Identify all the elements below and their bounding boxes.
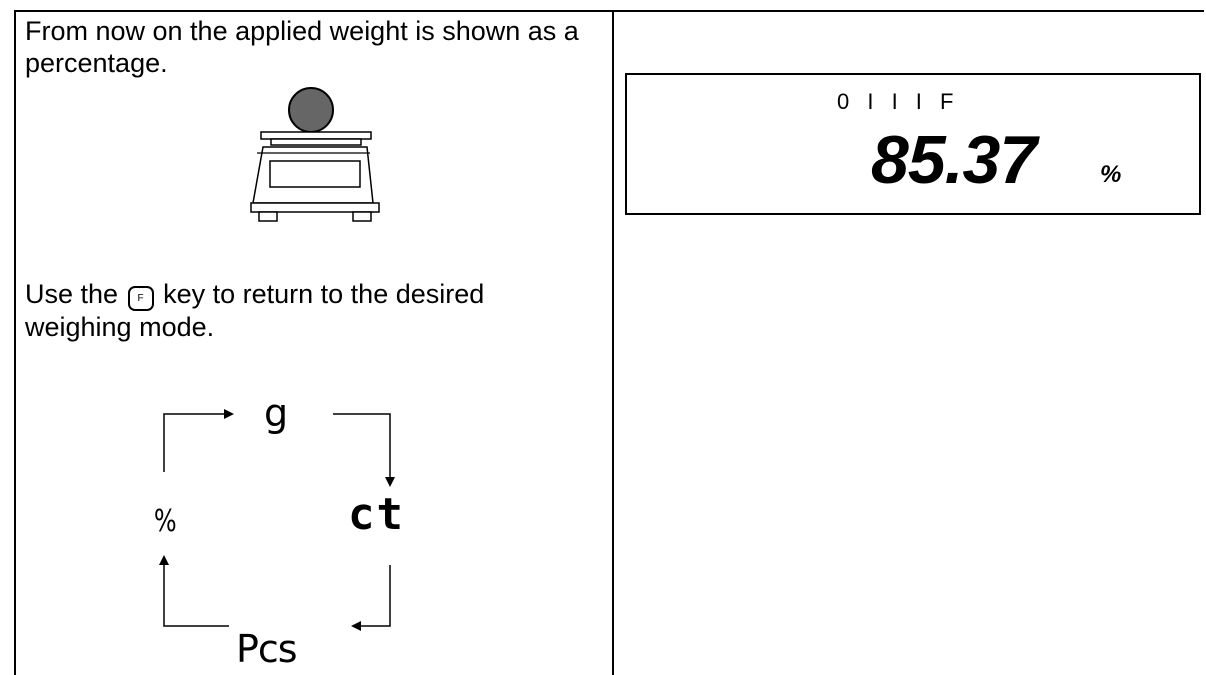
balance-display-panel: 0 I I I F 85.37 % [625,73,1201,215]
arrow-icon [159,555,229,627]
mode-ct-label: ct [348,489,405,540]
instruction-text: Use the F key to return to the desired w… [25,278,595,343]
cycle-arrows [159,409,395,631]
arrow-icon [333,413,395,487]
display-unit: % [1100,161,1122,188]
mode-cycle-diagram: g ct Pcs % [140,385,430,675]
mode-percent-label: % [153,504,177,539]
arrow-icon [163,409,234,472]
table-top-border [14,10,1204,12]
mode-pcs-label: Pcs [236,627,298,671]
table-left-border [14,10,16,675]
instruction-before-key: Use the [25,279,119,309]
display-value: 85.37 [871,122,1037,198]
balance-scale-icon [250,87,380,222]
arrow-icon [351,565,391,631]
mode-g-label: g [264,391,289,435]
instruction-after-key: key to return to the desired weighing mo… [25,279,485,342]
intro-text: From now on the applied weight is shown … [25,16,579,78]
f-key-icon: F [127,286,154,311]
display-indicator: 0 I I I F [837,89,960,114]
table-column-divider [612,10,614,675]
